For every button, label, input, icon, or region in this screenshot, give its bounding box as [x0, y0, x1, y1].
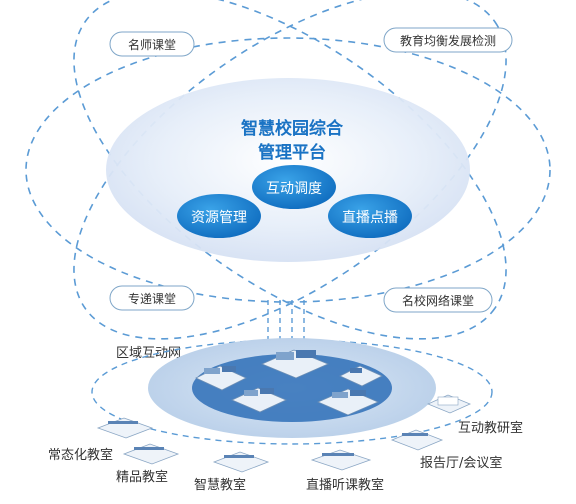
node-balance-monitor-label: 教育均衡发展检测	[400, 33, 496, 48]
campus-building-5	[339, 365, 383, 387]
regional-network-label: 区域互动网	[116, 346, 181, 361]
module-resource-bubble	[177, 194, 261, 238]
room-research-icon	[426, 394, 472, 414]
node-balance-monitor[interactable]: 教育均衡发展检测	[383, 27, 513, 53]
node-network-class-label: 名校网络课堂	[402, 293, 474, 308]
module-interactive[interactable]: 互动调度	[252, 165, 336, 209]
module-live-label: 直播点播	[342, 209, 398, 226]
module-live-bubble	[328, 194, 412, 238]
node-famous-teacher[interactable]: 名师课堂	[109, 31, 195, 57]
node-delivery-class[interactable]: 专递课堂	[109, 285, 195, 311]
platform-title-line2: 管理平台	[258, 142, 326, 163]
node-network-class-pill	[383, 287, 493, 313]
node-delivery-class-pill	[109, 285, 195, 311]
module-resource[interactable]: 资源管理	[177, 194, 261, 238]
module-live[interactable]: 直播点播	[328, 194, 412, 238]
room-normal-icon	[96, 417, 154, 439]
room-normal-label: 常态化教室	[48, 447, 113, 463]
orbit-ellipse-tilt-right	[73, 0, 507, 340]
node-delivery-class-label: 专递课堂	[128, 291, 176, 306]
room-live-listen-label: 直播听课教室	[306, 477, 384, 493]
room-quality-icon	[122, 443, 180, 465]
network-ring	[91, 339, 493, 445]
node-network-class[interactable]: 名校网络课堂	[383, 287, 493, 313]
platform-title-line1: 智慧校园综合	[241, 118, 344, 139]
campus-building-1	[195, 365, 247, 391]
room-hall-label: 报告厅/会议室	[420, 455, 502, 471]
campus-building-3	[231, 387, 287, 413]
module-interactive-bubble	[252, 165, 336, 209]
room-quality-label: 精品教室	[116, 469, 168, 485]
orbit-ellipse-tilt-left	[73, 0, 507, 340]
module-resource-label: 资源管理	[191, 210, 247, 226]
room-smart-icon	[212, 451, 270, 473]
module-interactive-label: 互动调度	[266, 181, 322, 197]
room-smart-label: 智慧教室	[194, 477, 246, 493]
node-balance-monitor-pill	[383, 27, 513, 53]
room-live-listen-icon	[310, 449, 372, 471]
campus-building-4	[316, 388, 380, 416]
orbit-ellipses	[25, 0, 551, 340]
node-famous-teacher-pill	[109, 31, 195, 57]
room-hall-icon	[390, 429, 444, 451]
room-research-label: 互动教研室	[458, 420, 523, 436]
node-famous-teacher-label: 名师课堂	[128, 37, 176, 52]
campus-buildings	[195, 349, 383, 416]
uplink-lines	[267, 300, 305, 342]
campus-building-2	[260, 349, 330, 379]
